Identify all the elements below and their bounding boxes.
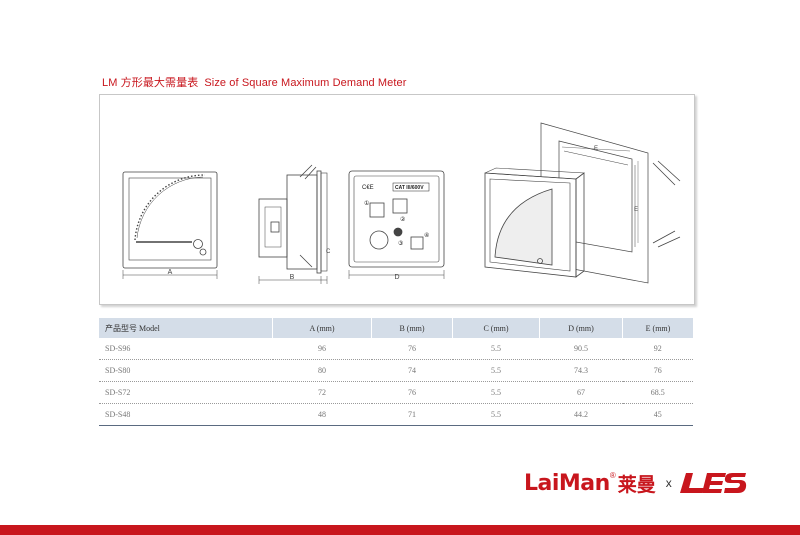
dimension-table: 产品型号 Model A (mm) B (mm) C (mm) D (mm) E…	[99, 318, 693, 426]
terminal-2: ②	[400, 216, 406, 223]
cell-e: 68.5	[622, 381, 693, 404]
les-logo	[679, 473, 746, 493]
cell-d: 74.3	[539, 359, 623, 382]
cell-d: 90.5	[539, 338, 623, 360]
table-header-row: 产品型号 Model A (mm) B (mm) C (mm) D (mm) E…	[99, 318, 693, 338]
title-english: Size of Square Maximum Demand Meter	[204, 77, 407, 89]
cell-e: 45	[622, 403, 693, 426]
cell-c: 5.5	[452, 338, 540, 360]
title-chinese: LM 方形最大需量表	[102, 77, 199, 89]
panel-mount-view	[484, 122, 681, 284]
cell-a: 80	[272, 359, 372, 382]
ce-mark: C€E	[362, 185, 374, 191]
cell-c: 5.5	[452, 359, 540, 382]
page-title: LM 方形最大需量表 Size of Square Maximum Demand …	[102, 74, 407, 90]
label-c: C	[326, 249, 331, 255]
terminal-3: ③	[398, 240, 403, 247]
header-e: E (mm)	[622, 318, 693, 338]
label-a: A	[168, 269, 173, 276]
header-model: 产品型号 Model	[99, 318, 273, 338]
cell-b: 76	[371, 381, 453, 404]
cell-model: SD-S72	[99, 381, 273, 404]
header-c: C (mm)	[452, 318, 540, 338]
cell-c: 5.5	[452, 403, 540, 426]
label-e-vertical: E	[634, 207, 638, 213]
cell-e: 92	[622, 338, 693, 360]
terminal-1: ①	[364, 200, 369, 207]
cell-e: 76	[622, 359, 693, 382]
bottom-accent-bar	[0, 525, 800, 535]
cell-model: SD-S80	[99, 359, 273, 382]
cell-b: 74	[371, 359, 453, 382]
cat-rating: CAT III/600V	[395, 185, 424, 191]
label-b: B	[290, 274, 295, 281]
dimension-drawings: A B C	[122, 122, 681, 284]
cell-model: SD-S96	[99, 338, 273, 360]
cell-b: 71	[371, 403, 453, 426]
table-row: SD-S48 48 71 5.5 44.2 45	[99, 403, 693, 426]
dimension-figure: A B C	[99, 94, 695, 305]
cell-a: 72	[272, 381, 372, 404]
registered-mark: ®	[609, 470, 616, 480]
brand-footer: LaiMan®莱曼 x	[524, 468, 748, 498]
label-d: D	[394, 274, 399, 281]
cell-c: 5.5	[452, 381, 540, 404]
cell-d: 67	[539, 381, 623, 404]
header-d: D (mm)	[539, 318, 623, 338]
label-e-horizontal: E	[594, 146, 598, 152]
terminal-4: ④	[424, 232, 429, 239]
collab-x: x	[665, 476, 672, 490]
table-row: SD-S96 96 76 5.5 90.5 92	[99, 338, 693, 360]
cell-a: 48	[272, 403, 372, 426]
rear-view	[348, 170, 445, 279]
laiman-logo: LaiMan	[524, 470, 610, 496]
table-row: SD-S72 72 76 5.5 67 68.5	[99, 381, 693, 404]
cell-a: 96	[272, 338, 372, 360]
laiman-chinese-logo: 莱曼	[617, 473, 656, 496]
side-view	[258, 164, 328, 284]
front-view	[122, 171, 218, 279]
cell-model: SD-S48	[99, 403, 273, 426]
header-b: B (mm)	[371, 318, 453, 338]
cell-b: 76	[371, 338, 453, 360]
header-a: A (mm)	[272, 318, 372, 338]
cell-d: 44.2	[539, 403, 623, 426]
table-row: SD-S80 80 74 5.5 74.3 76	[99, 359, 693, 382]
